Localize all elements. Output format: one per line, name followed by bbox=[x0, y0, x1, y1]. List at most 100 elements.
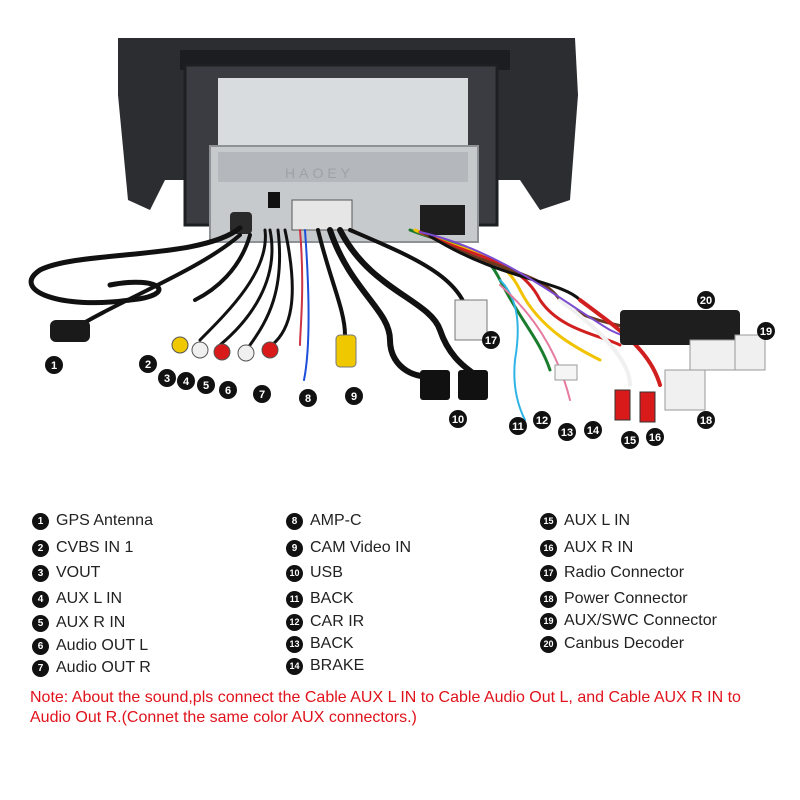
callout-13: 13 bbox=[558, 423, 576, 441]
legend-item: 13 BACK bbox=[286, 633, 354, 655]
cables bbox=[28, 225, 701, 421]
callout-number: 19 bbox=[760, 326, 772, 338]
number-badge: 5 bbox=[32, 614, 49, 632]
legend-item: 3 VOUT bbox=[32, 562, 100, 584]
callout-number: 16 bbox=[649, 432, 661, 444]
callout-number: 1 bbox=[51, 360, 57, 372]
callout-2: 2 bbox=[139, 355, 157, 373]
callout-19: 19 bbox=[757, 322, 775, 340]
callout-number: 10 bbox=[452, 414, 464, 426]
callout-number: 9 bbox=[351, 391, 357, 403]
callout-number: 3 bbox=[164, 373, 170, 385]
number-badge: 6 bbox=[32, 637, 49, 655]
number-badge: 11 bbox=[286, 590, 303, 608]
callout-12: 12 bbox=[533, 411, 551, 429]
callout-20: 20 bbox=[697, 291, 715, 309]
legend-label: BACK bbox=[310, 590, 354, 607]
legend-label: USB bbox=[310, 564, 343, 581]
callout-number: 5 bbox=[203, 380, 209, 392]
callout-10: 10 bbox=[449, 410, 467, 428]
number-badge: 12 bbox=[286, 613, 303, 631]
legend-item: 20 Canbus Decoder bbox=[540, 633, 684, 655]
callout-4: 4 bbox=[177, 372, 195, 390]
legend-item: 17 Radio Connector bbox=[540, 562, 684, 584]
callout-9: 9 bbox=[345, 387, 363, 405]
callout-11: 11 bbox=[509, 417, 527, 435]
callout-16: 16 bbox=[646, 428, 664, 446]
number-badge: 14 bbox=[286, 657, 303, 675]
number-badge: 8 bbox=[286, 512, 303, 530]
legend-item: 18 Power Connector bbox=[540, 588, 688, 610]
number-badge: 18 bbox=[540, 590, 557, 608]
callout-number: 20 bbox=[700, 295, 712, 307]
legend-label: BACK bbox=[310, 635, 354, 652]
legend-item: 11 BACK bbox=[286, 588, 354, 610]
legend-label: Audio OUT L bbox=[56, 637, 149, 654]
number-badge: 13 bbox=[286, 635, 303, 653]
callout-number: 11 bbox=[512, 421, 524, 433]
watermark: HAOEY bbox=[285, 165, 354, 181]
callout-5: 5 bbox=[197, 376, 215, 394]
number-badge: 17 bbox=[540, 564, 557, 582]
callout-3: 3 bbox=[158, 369, 176, 387]
legend-label: AUX R IN bbox=[56, 614, 126, 631]
callout-number: 8 bbox=[305, 393, 311, 405]
number-badge: 3 bbox=[32, 564, 49, 582]
legend-label: VOUT bbox=[56, 564, 101, 581]
callout-number: 14 bbox=[587, 425, 600, 437]
legend-item: 1 GPS Antenna bbox=[32, 510, 153, 532]
legend-item: 12 CAR IR bbox=[286, 611, 364, 633]
sound-note: Note: About the sound,pls connect the Ca… bbox=[30, 689, 741, 726]
callout-17: 17 bbox=[482, 331, 500, 349]
number-badge: 7 bbox=[32, 659, 49, 677]
legend-item: 6 Audio OUT L bbox=[32, 635, 148, 657]
legend-label: AUX L IN bbox=[56, 590, 123, 607]
callout-number: 17 bbox=[485, 335, 497, 347]
legend-label: Power Connector bbox=[564, 590, 688, 607]
callout-number: 12 bbox=[536, 415, 548, 427]
legend-label: Canbus Decoder bbox=[564, 635, 685, 652]
legend-label: CAM Video IN bbox=[310, 539, 412, 556]
callout-1: 1 bbox=[45, 356, 63, 374]
legend-item: 9 CAM Video IN bbox=[286, 537, 411, 559]
number-badge: 4 bbox=[32, 590, 49, 608]
head-unit: HAOEY bbox=[118, 38, 578, 243]
callout-14: 14 bbox=[584, 421, 602, 439]
callout-number: 4 bbox=[183, 376, 190, 388]
callout-8: 8 bbox=[299, 389, 317, 407]
number-badge: 1 bbox=[32, 512, 49, 530]
number-badge: 2 bbox=[32, 539, 49, 557]
callout-number: 7 bbox=[259, 389, 265, 401]
connectors bbox=[50, 299, 766, 423]
callout-number: 6 bbox=[225, 385, 231, 397]
callout-number: 18 bbox=[700, 415, 712, 427]
legend-label: AMP-C bbox=[310, 512, 362, 529]
number-badge: 9 bbox=[286, 539, 303, 557]
legend-item: 8 AMP-C bbox=[286, 510, 362, 532]
callout-number: 15 bbox=[624, 435, 636, 447]
number-badge: 15 bbox=[540, 512, 557, 530]
legend-item: 4 AUX L IN bbox=[32, 588, 122, 610]
number-badge: 16 bbox=[540, 539, 557, 557]
callout-6: 6 bbox=[219, 381, 237, 399]
number-badge: 19 bbox=[540, 612, 557, 630]
legend-label: AUX R IN bbox=[564, 539, 634, 556]
legend-label: Radio Connector bbox=[564, 564, 685, 581]
legend-label: GPS Antenna bbox=[56, 512, 153, 529]
legend-item: 16 AUX R IN bbox=[540, 537, 633, 559]
callout-7: 7 bbox=[253, 385, 271, 403]
legend-item: 19 AUX/SWC Connector bbox=[540, 610, 717, 632]
callout-number: 13 bbox=[561, 427, 573, 439]
number-badge: 20 bbox=[540, 635, 557, 653]
legend-label: AUX/SWC Connector bbox=[564, 612, 717, 629]
legend-label: Audio OUT R bbox=[56, 659, 151, 676]
legend-label: AUX L IN bbox=[564, 512, 631, 529]
legend-item: 5 AUX R IN bbox=[32, 612, 125, 634]
legend-label: CAR IR bbox=[310, 613, 365, 630]
callout-15: 15 bbox=[621, 431, 639, 449]
legend-item: 7 Audio OUT R bbox=[32, 657, 151, 679]
